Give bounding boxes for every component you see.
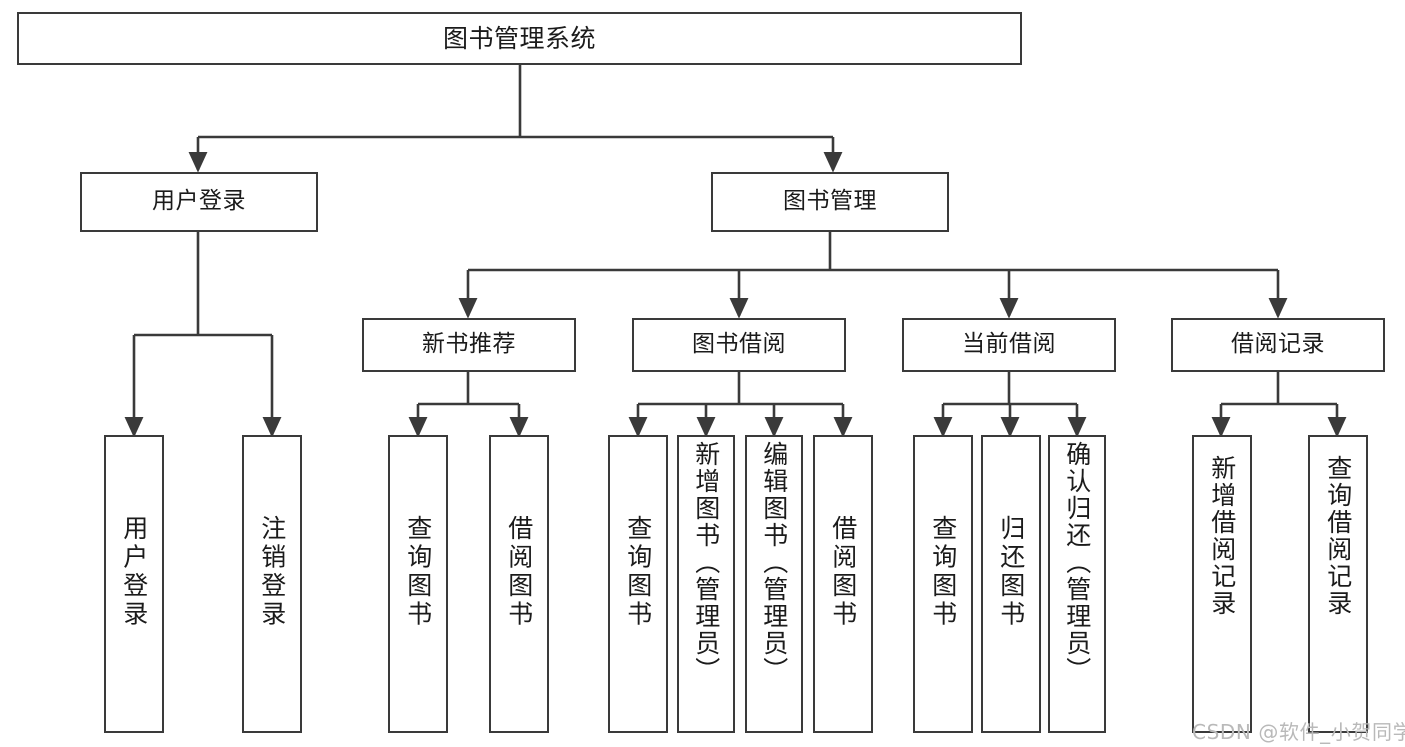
node-new-book-rec[interactable]: 新书推荐 xyxy=(362,318,576,372)
node-leaf-edit-book-label: 编辑图书（管理员） xyxy=(759,441,789,684)
node-leaf-query-book-2-label: 查询图书 xyxy=(623,515,653,629)
node-current-borrow[interactable]: 当前借阅 xyxy=(902,318,1116,372)
node-book-borrow[interactable]: 图书借阅 xyxy=(632,318,846,372)
node-leaf-user-login[interactable]: 用户登录 xyxy=(104,435,164,733)
node-leaf-add-record-label: 新增借阅记录 xyxy=(1207,455,1237,617)
node-leaf-return-book-label: 归还图书 xyxy=(996,515,1026,629)
node-new-book-rec-label: 新书推荐 xyxy=(422,331,516,358)
node-leaf-edit-book[interactable]: 编辑图书（管理员） xyxy=(745,435,803,733)
node-book-borrow-label: 图书借阅 xyxy=(692,331,786,358)
node-root[interactable]: 图书管理系统 xyxy=(17,12,1022,65)
node-leaf-borrow-book-2[interactable]: 借阅图书 xyxy=(813,435,873,733)
node-borrow-record-label: 借阅记录 xyxy=(1231,331,1325,358)
node-leaf-query-book-1[interactable]: 查询图书 xyxy=(388,435,448,733)
node-leaf-add-book-label: 新增图书（管理员） xyxy=(691,441,721,684)
node-root-label: 图书管理系统 xyxy=(442,23,596,53)
node-book-manage-label: 图书管理 xyxy=(783,188,877,215)
node-leaf-logout-label: 注销登录 xyxy=(257,515,287,629)
node-leaf-return-book[interactable]: 归还图书 xyxy=(981,435,1041,733)
node-leaf-borrow-book-2-label: 借阅图书 xyxy=(828,515,858,629)
node-leaf-add-book[interactable]: 新增图书（管理员） xyxy=(677,435,735,733)
node-leaf-query-record-label: 查询借阅记录 xyxy=(1323,455,1353,617)
node-current-borrow-label: 当前借阅 xyxy=(962,331,1056,358)
node-leaf-borrow-book-1-label: 借阅图书 xyxy=(504,515,534,629)
node-user-login[interactable]: 用户登录 xyxy=(80,172,318,232)
node-leaf-query-book-2[interactable]: 查询图书 xyxy=(608,435,668,733)
node-book-manage[interactable]: 图书管理 xyxy=(711,172,949,232)
node-user-login-label: 用户登录 xyxy=(152,188,246,215)
node-leaf-query-book-3[interactable]: 查询图书 xyxy=(913,435,973,733)
node-leaf-logout[interactable]: 注销登录 xyxy=(242,435,302,733)
node-leaf-add-record[interactable]: 新增借阅记录 xyxy=(1192,435,1252,733)
node-leaf-query-record[interactable]: 查询借阅记录 xyxy=(1308,435,1368,733)
node-leaf-confirm-return[interactable]: 确认归还（管理员） xyxy=(1048,435,1106,733)
node-leaf-query-book-1-label: 查询图书 xyxy=(403,515,433,629)
node-leaf-confirm-return-label: 确认归还（管理员） xyxy=(1062,441,1092,684)
node-leaf-borrow-book-1[interactable]: 借阅图书 xyxy=(489,435,549,733)
node-leaf-query-book-3-label: 查询图书 xyxy=(928,515,958,629)
node-borrow-record[interactable]: 借阅记录 xyxy=(1171,318,1385,372)
node-leaf-user-login-label: 用户登录 xyxy=(119,515,149,629)
